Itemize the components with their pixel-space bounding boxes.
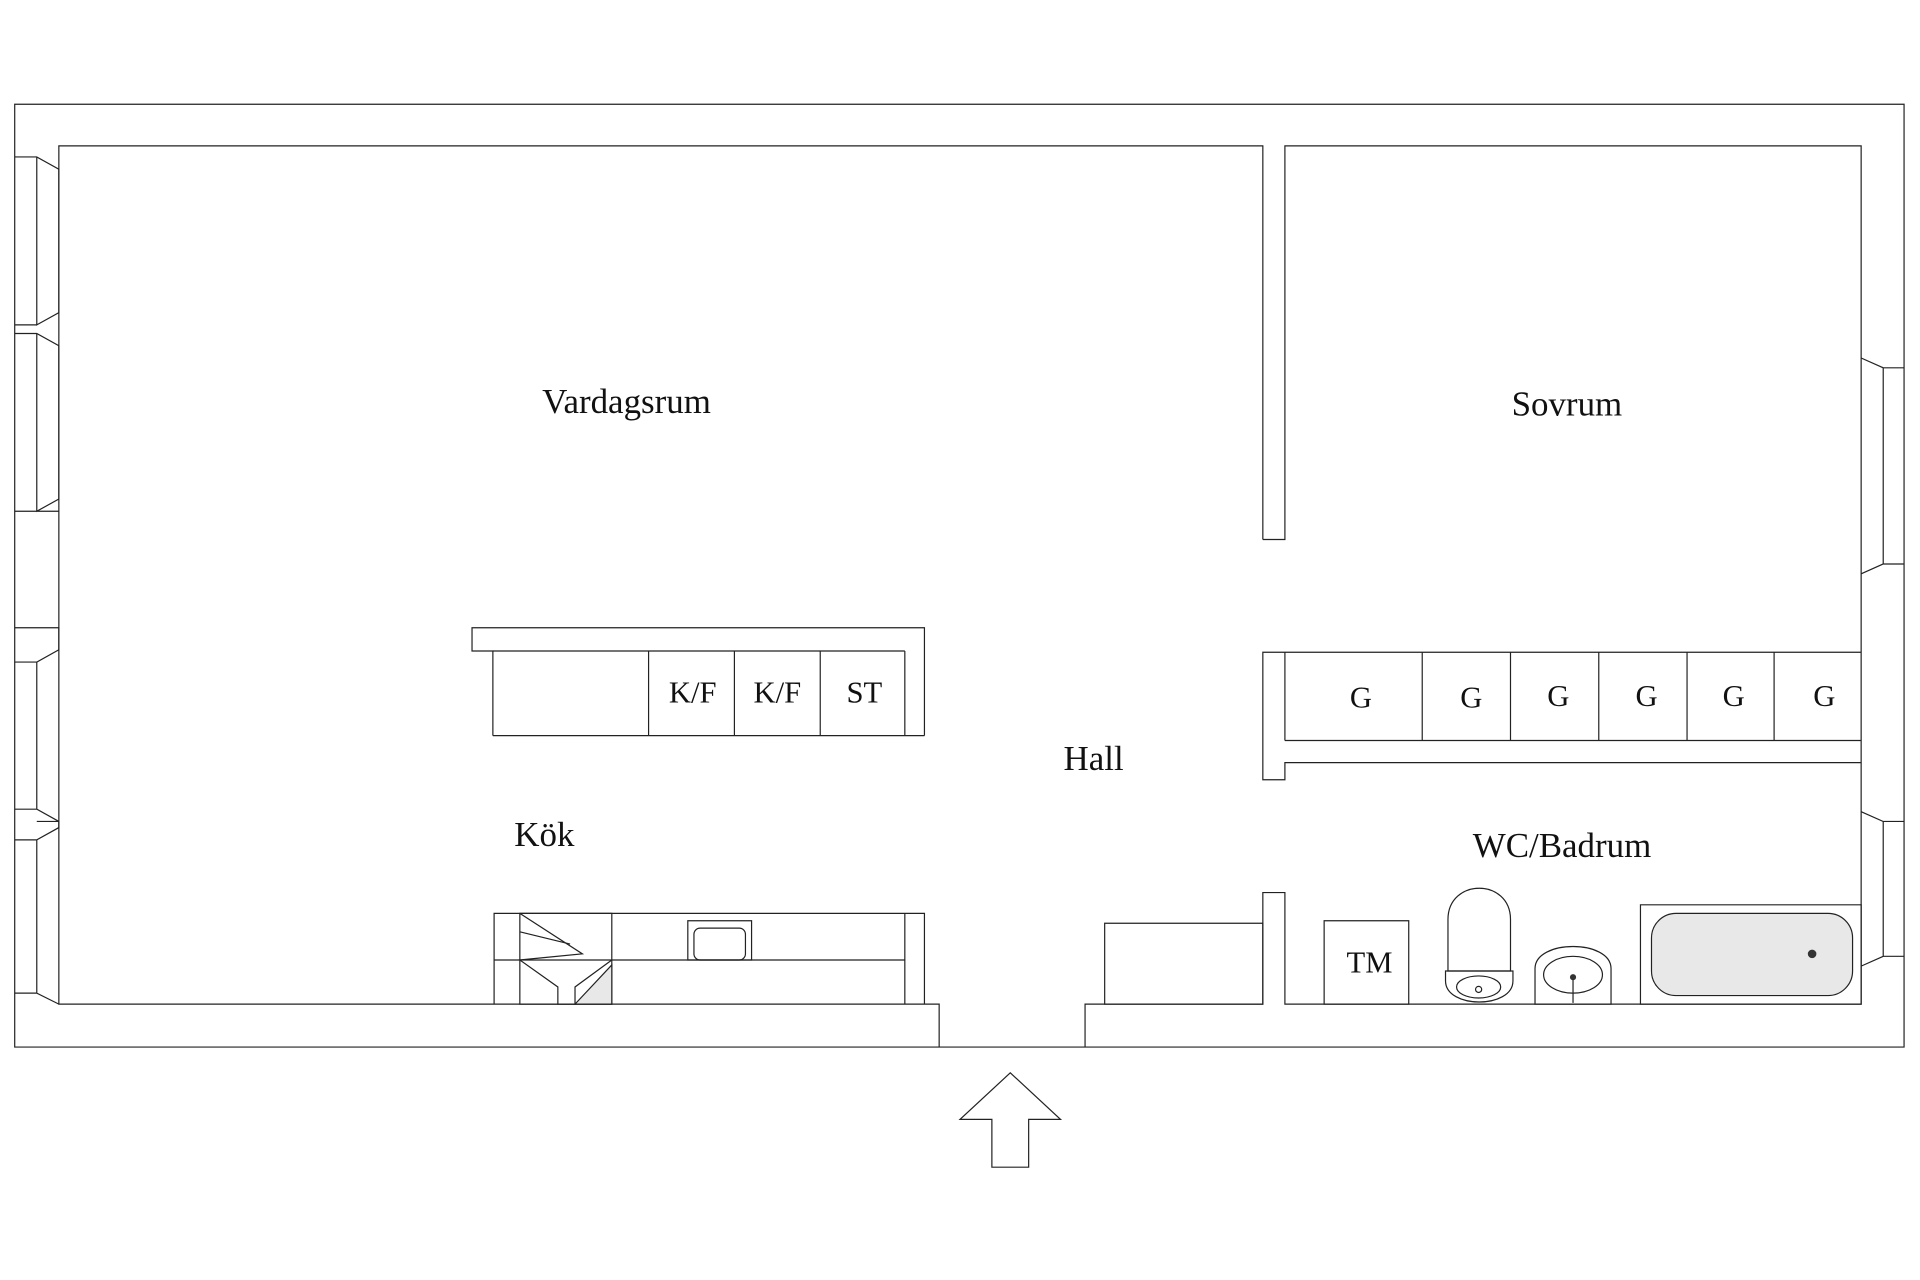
- inner-wall-right: [1085, 146, 1861, 1047]
- windows: [15, 157, 1904, 1004]
- room-label-bathroom: WC/Badrum: [1473, 826, 1652, 865]
- toilet-bowl: [1446, 971, 1513, 1002]
- appliance-label-stove: ST: [846, 676, 882, 710]
- wardrobe-label: G: [1460, 680, 1482, 714]
- hall-cabinet: [1105, 923, 1263, 1004]
- bathroom-fixtures: [1324, 888, 1861, 1004]
- bathtub-outer: [1640, 905, 1861, 1004]
- kitchen-counter-top: [472, 628, 924, 736]
- room-label-hall: Hall: [1064, 739, 1124, 778]
- washbasin-icon: [1535, 947, 1611, 1005]
- toilet-flush: [1476, 986, 1482, 992]
- washing-machine: [1324, 921, 1409, 1004]
- toilet-seat: [1457, 976, 1501, 998]
- outer-walls: [15, 104, 1904, 1047]
- inner-wall-main: [59, 146, 1263, 1047]
- room-label-bedroom: Sovrum: [1512, 385, 1623, 424]
- wardrobe-label: G: [1636, 679, 1658, 713]
- entrance-arrow-icon: [960, 1073, 1061, 1167]
- toilet-icon: [1446, 888, 1513, 1002]
- bathtub-icon: [1640, 905, 1861, 1004]
- wardrobe-label: G: [1547, 679, 1569, 713]
- wardrobe-label: G: [1723, 679, 1745, 713]
- room-label-kitchen: Kök: [514, 815, 575, 854]
- wardrobe-label: G: [1350, 680, 1372, 714]
- appliance-label-fridge-freezer: K/F: [753, 676, 801, 710]
- window-right-2: [1861, 812, 1904, 966]
- appliance-label-fridge-freezer: K/F: [669, 676, 717, 710]
- dishwasher-door-line: [520, 932, 570, 944]
- window-right-1: [1861, 358, 1904, 574]
- window-left-2: [15, 628, 59, 1004]
- room-label-living-room: Vardagsrum: [542, 382, 711, 421]
- counter-top-edge: [472, 628, 924, 736]
- counter-bottom-edge: [494, 913, 924, 1004]
- bedroom-bathroom-wall: [1263, 652, 1861, 780]
- bathtub-drain: [1807, 949, 1817, 959]
- hall-storage: [1105, 923, 1263, 1004]
- outer-wall-edge: [15, 104, 1904, 1047]
- kitchen-counter-bottom: [494, 913, 924, 1004]
- wardrobe-label: G: [1813, 679, 1835, 713]
- dishwasher-door-open: [520, 913, 612, 1004]
- wardrobes: [1422, 652, 1774, 740]
- washbasin-drain: [1569, 974, 1577, 981]
- toilet-tank: [1448, 888, 1511, 971]
- sink-inner: [694, 928, 745, 960]
- washbasin-outer: [1535, 947, 1611, 1005]
- window-left-1: [15, 157, 59, 511]
- washing-machine-label: TM: [1347, 945, 1393, 979]
- dishwasher-door-grey: [575, 965, 612, 1004]
- bathtub-inner: [1651, 913, 1852, 995]
- interior-walls: [1263, 652, 1861, 780]
- sink-outer: [688, 921, 752, 960]
